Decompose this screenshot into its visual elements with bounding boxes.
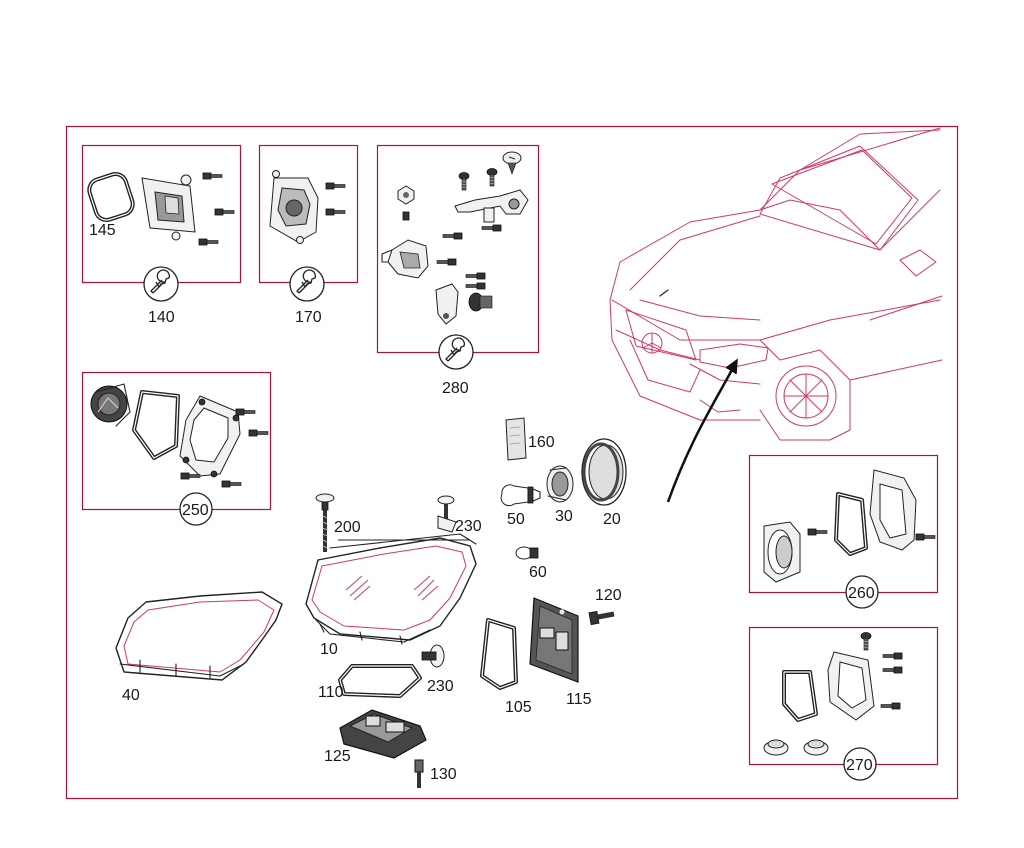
- kit-250-box: [81, 371, 272, 511]
- bulb-cover-160: [505, 417, 527, 461]
- label-110: 110: [318, 684, 344, 701]
- wrench-icon[interactable]: [438, 334, 474, 370]
- screw-130: [414, 759, 424, 788]
- label-260: 260: [848, 585, 875, 602]
- adapter-plate: [141, 174, 196, 241]
- label-10: 10: [320, 641, 338, 658]
- control-unit-125: [339, 709, 427, 759]
- cap-20: [581, 438, 627, 506]
- label-280: 280: [442, 380, 469, 397]
- frame-260: [869, 469, 917, 551]
- kit-140-box: 145: [81, 144, 242, 284]
- cap-small-left: [763, 739, 789, 756]
- label-270: 270: [846, 757, 873, 774]
- cap-small-right: [803, 739, 829, 756]
- gasket-250: [132, 390, 180, 460]
- label-250: 250: [182, 502, 209, 519]
- wrench-icon[interactable]: [289, 266, 325, 302]
- label-130: 130: [430, 766, 457, 783]
- adjuster-lever: [454, 189, 529, 223]
- label-105: 105: [505, 699, 532, 716]
- bulb-holder-30: [546, 465, 574, 503]
- frame-270: [827, 651, 875, 721]
- car-illustration: [609, 127, 943, 503]
- label-170: 170: [295, 309, 322, 326]
- lens-40: [115, 591, 283, 681]
- label-20: 20: [603, 511, 621, 528]
- screw-230-upper: [437, 495, 457, 533]
- actuator: [381, 239, 429, 279]
- label-30: 30: [555, 508, 573, 525]
- label-230-lower: 230: [427, 678, 454, 695]
- frame-250: [179, 395, 241, 478]
- label-230-upper: 230: [455, 518, 482, 535]
- bulb-60: [515, 546, 539, 560]
- bulb-50: [500, 484, 541, 507]
- label-40: 40: [122, 687, 140, 704]
- callout-circle-260: [845, 575, 879, 609]
- gasket-105: [480, 618, 518, 690]
- callout-circle-250: [179, 492, 213, 526]
- screw-230-lower: [421, 644, 445, 668]
- gasket-260: [834, 492, 868, 556]
- callout-circle-270: [843, 747, 877, 781]
- pivot-pin: [468, 292, 493, 312]
- label-60: 60: [529, 564, 547, 581]
- label-160: 160: [528, 434, 555, 451]
- label-125: 125: [324, 748, 351, 765]
- clip-holder: [435, 283, 459, 325]
- label-120: 120: [595, 587, 622, 604]
- label-50: 50: [507, 511, 525, 528]
- control-unit-115: [529, 597, 579, 683]
- headlamp-10: [305, 533, 477, 645]
- label-115: 115: [566, 691, 592, 708]
- screw-120: [588, 610, 615, 626]
- screw-200: [315, 493, 335, 552]
- kit-280-box: [376, 144, 540, 354]
- kit-260-box: [748, 454, 939, 594]
- seal-ring-145: [87, 172, 135, 222]
- fan-module-260: [763, 521, 801, 583]
- label-140: 140: [148, 309, 175, 326]
- label-145: 145: [89, 222, 116, 239]
- gasket-270: [782, 670, 818, 722]
- gasket-110: [338, 664, 422, 698]
- diagram-frame: [65, 125, 959, 800]
- kit-170-box: [258, 144, 359, 284]
- mount-bracket: [269, 170, 319, 244]
- label-200: 200: [334, 519, 361, 536]
- fan-module: [90, 383, 131, 427]
- kit-270-box: [748, 626, 939, 766]
- wrench-icon[interactable]: [143, 266, 179, 302]
